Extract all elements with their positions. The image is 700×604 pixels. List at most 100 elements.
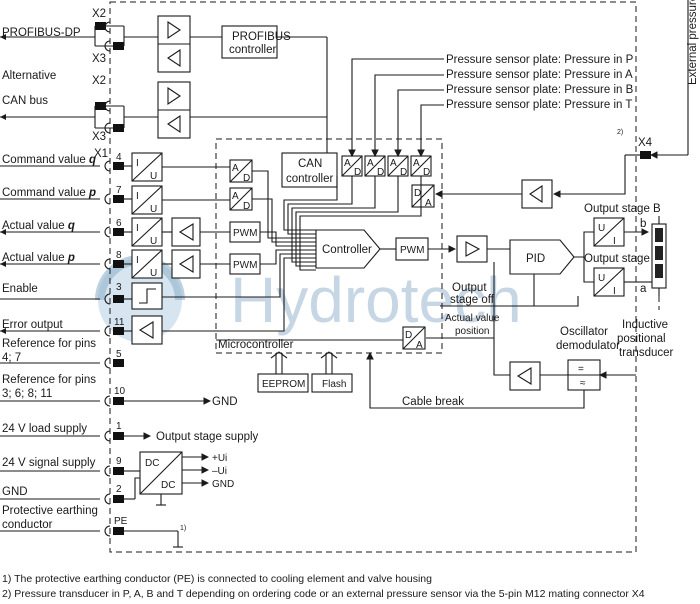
ref47-label-1: Reference for pins	[2, 338, 96, 350]
ref3-label-1: Reference for pins	[2, 374, 96, 386]
svg-text:A: A	[425, 198, 432, 209]
pin8-label: 8	[116, 250, 122, 261]
pwm3-label: PWM	[400, 245, 424, 256]
pin7-label: 7	[116, 185, 122, 196]
actual-pos-label-2: position	[455, 326, 489, 337]
svg-text:A: A	[390, 158, 397, 169]
alternative-label: Alternative	[2, 70, 56, 82]
footnote-2: 2) Pressure transducer in P, A, B and T …	[2, 588, 645, 600]
pressure-a-label: Pressure sensor plate: Pressure in A	[446, 69, 633, 81]
can-ctrl-label-2: controller	[286, 173, 333, 185]
x3b-label: X3	[92, 131, 106, 143]
pin4-label: 4	[116, 152, 122, 163]
pe-pin-label: PE	[114, 516, 128, 527]
microcontroller-box	[215, 138, 443, 354]
svg-text:D: D	[243, 173, 250, 184]
act-q-label: Actual value q	[2, 220, 75, 232]
output-stage-a-label: Output stage A	[584, 253, 660, 265]
controller-block	[315, 229, 381, 269]
pwm1-label: PWM	[233, 228, 257, 239]
act-p-driver	[171, 249, 201, 279]
inductive-label-3: transducer	[619, 347, 674, 359]
cmd-p-label: Command value p	[2, 187, 96, 199]
pin10-label: 10	[114, 386, 126, 397]
svg-text:A: A	[232, 191, 239, 202]
svg-text:A: A	[367, 158, 374, 169]
svg-text:A: A	[416, 340, 423, 351]
pid-label: PID	[526, 253, 545, 265]
svg-text:U: U	[598, 273, 605, 284]
pe-label-1: Protective earthing	[2, 505, 98, 517]
external-pressure-label: External pressure	[687, 0, 699, 85]
svg-text:I: I	[136, 255, 139, 266]
can-controller	[281, 152, 338, 188]
svg-text:D: D	[354, 167, 361, 178]
load-supply-label: 24 V load supply	[2, 423, 87, 435]
output-stage-b-label: Output stage B	[584, 203, 661, 215]
oscillator-label-1: Oscillator	[560, 326, 608, 338]
cable-break-label: Cable break	[402, 396, 464, 408]
act-q-driver	[171, 217, 201, 247]
device-enclosure	[109, 1, 637, 553]
pressure-p-label: Pressure sensor plate: Pressure in P	[446, 54, 634, 66]
svg-text:U: U	[150, 171, 157, 182]
cmd-q-label: Command value q	[2, 154, 96, 166]
pressure-b-label: Pressure sensor plate: Pressure in B	[446, 84, 634, 96]
a-label: a	[640, 283, 647, 295]
gnd3-label: GND	[212, 479, 234, 490]
gnd-label: GND	[212, 396, 238, 408]
ref3-label-2: 3; 6; 8; 11	[2, 388, 52, 400]
plus-ui-label: +Ui	[212, 453, 227, 464]
can-ctrl-label-1: CAN	[298, 158, 322, 170]
svg-text:A: A	[344, 158, 351, 169]
dc1-label: DC	[145, 458, 159, 469]
connector-terminals	[95, 22, 651, 535]
feedback-driver	[509, 361, 541, 391]
svg-text:D: D	[243, 201, 250, 212]
pid-block	[509, 239, 575, 275]
pressure-t-label: Pressure sensor plate: Pressure in T	[446, 99, 632, 111]
svg-text:I: I	[613, 286, 616, 297]
transceiver-tx-icon	[167, 20, 181, 40]
signal-supply-label: 24 V signal supply	[2, 457, 96, 469]
error-output-label: Error output	[2, 319, 64, 331]
svg-text:≈: ≈	[580, 378, 586, 389]
pin2-label: 2	[116, 484, 122, 495]
footnote-1: 1) The protective earthing conductor (PE…	[2, 573, 432, 585]
svg-text:U: U	[150, 236, 157, 247]
pressure-ad-converters: AD AD AD AD	[341, 155, 432, 178]
canbus-label: CAN bus	[2, 95, 48, 107]
pin5-label: 5	[116, 349, 122, 360]
flash-label: Flash	[322, 379, 346, 390]
left-labels: X2 PROFIBUS-DP X3 Alternative X2 CAN bus…	[2, 8, 186, 532]
output-stage-off-label-2: stage off	[450, 294, 495, 306]
svg-text:D: D	[423, 167, 430, 178]
svg-text:D: D	[400, 167, 407, 178]
profibus-controller	[221, 25, 278, 59]
gnd2-label: GND	[2, 486, 28, 498]
svg-text:I: I	[136, 223, 139, 234]
inductive-label-2: positional	[617, 333, 666, 345]
x4-buffer	[521, 179, 553, 209]
x3a-label: X3	[92, 53, 106, 65]
microcontroller-label: Microcontroller	[218, 339, 294, 351]
flash-block	[311, 373, 353, 393]
svg-text:A: A	[232, 163, 239, 174]
pe-label-2: conductor	[2, 519, 53, 531]
x4-label: X4	[638, 137, 653, 149]
b-label: b	[640, 218, 646, 230]
controller-label: Controller	[322, 244, 372, 256]
eeprom-block	[257, 373, 309, 393]
svg-text:D: D	[377, 167, 384, 178]
svg-text:U: U	[598, 223, 605, 234]
act-p-label: Actual value p	[2, 252, 75, 264]
solenoid-transducer	[640, 216, 667, 310]
memory-arrows	[270, 351, 338, 374]
watermark-text: Hydrotech	[230, 264, 522, 336]
svg-text:I: I	[136, 158, 139, 169]
svg-text:U: U	[150, 204, 157, 215]
inductive-label-1: Inductive	[622, 319, 668, 331]
output-stage-supply-label: Output stage supply	[156, 431, 259, 443]
pin1-label: 1	[116, 421, 122, 432]
footnote2-mark: 2)	[617, 129, 623, 136]
